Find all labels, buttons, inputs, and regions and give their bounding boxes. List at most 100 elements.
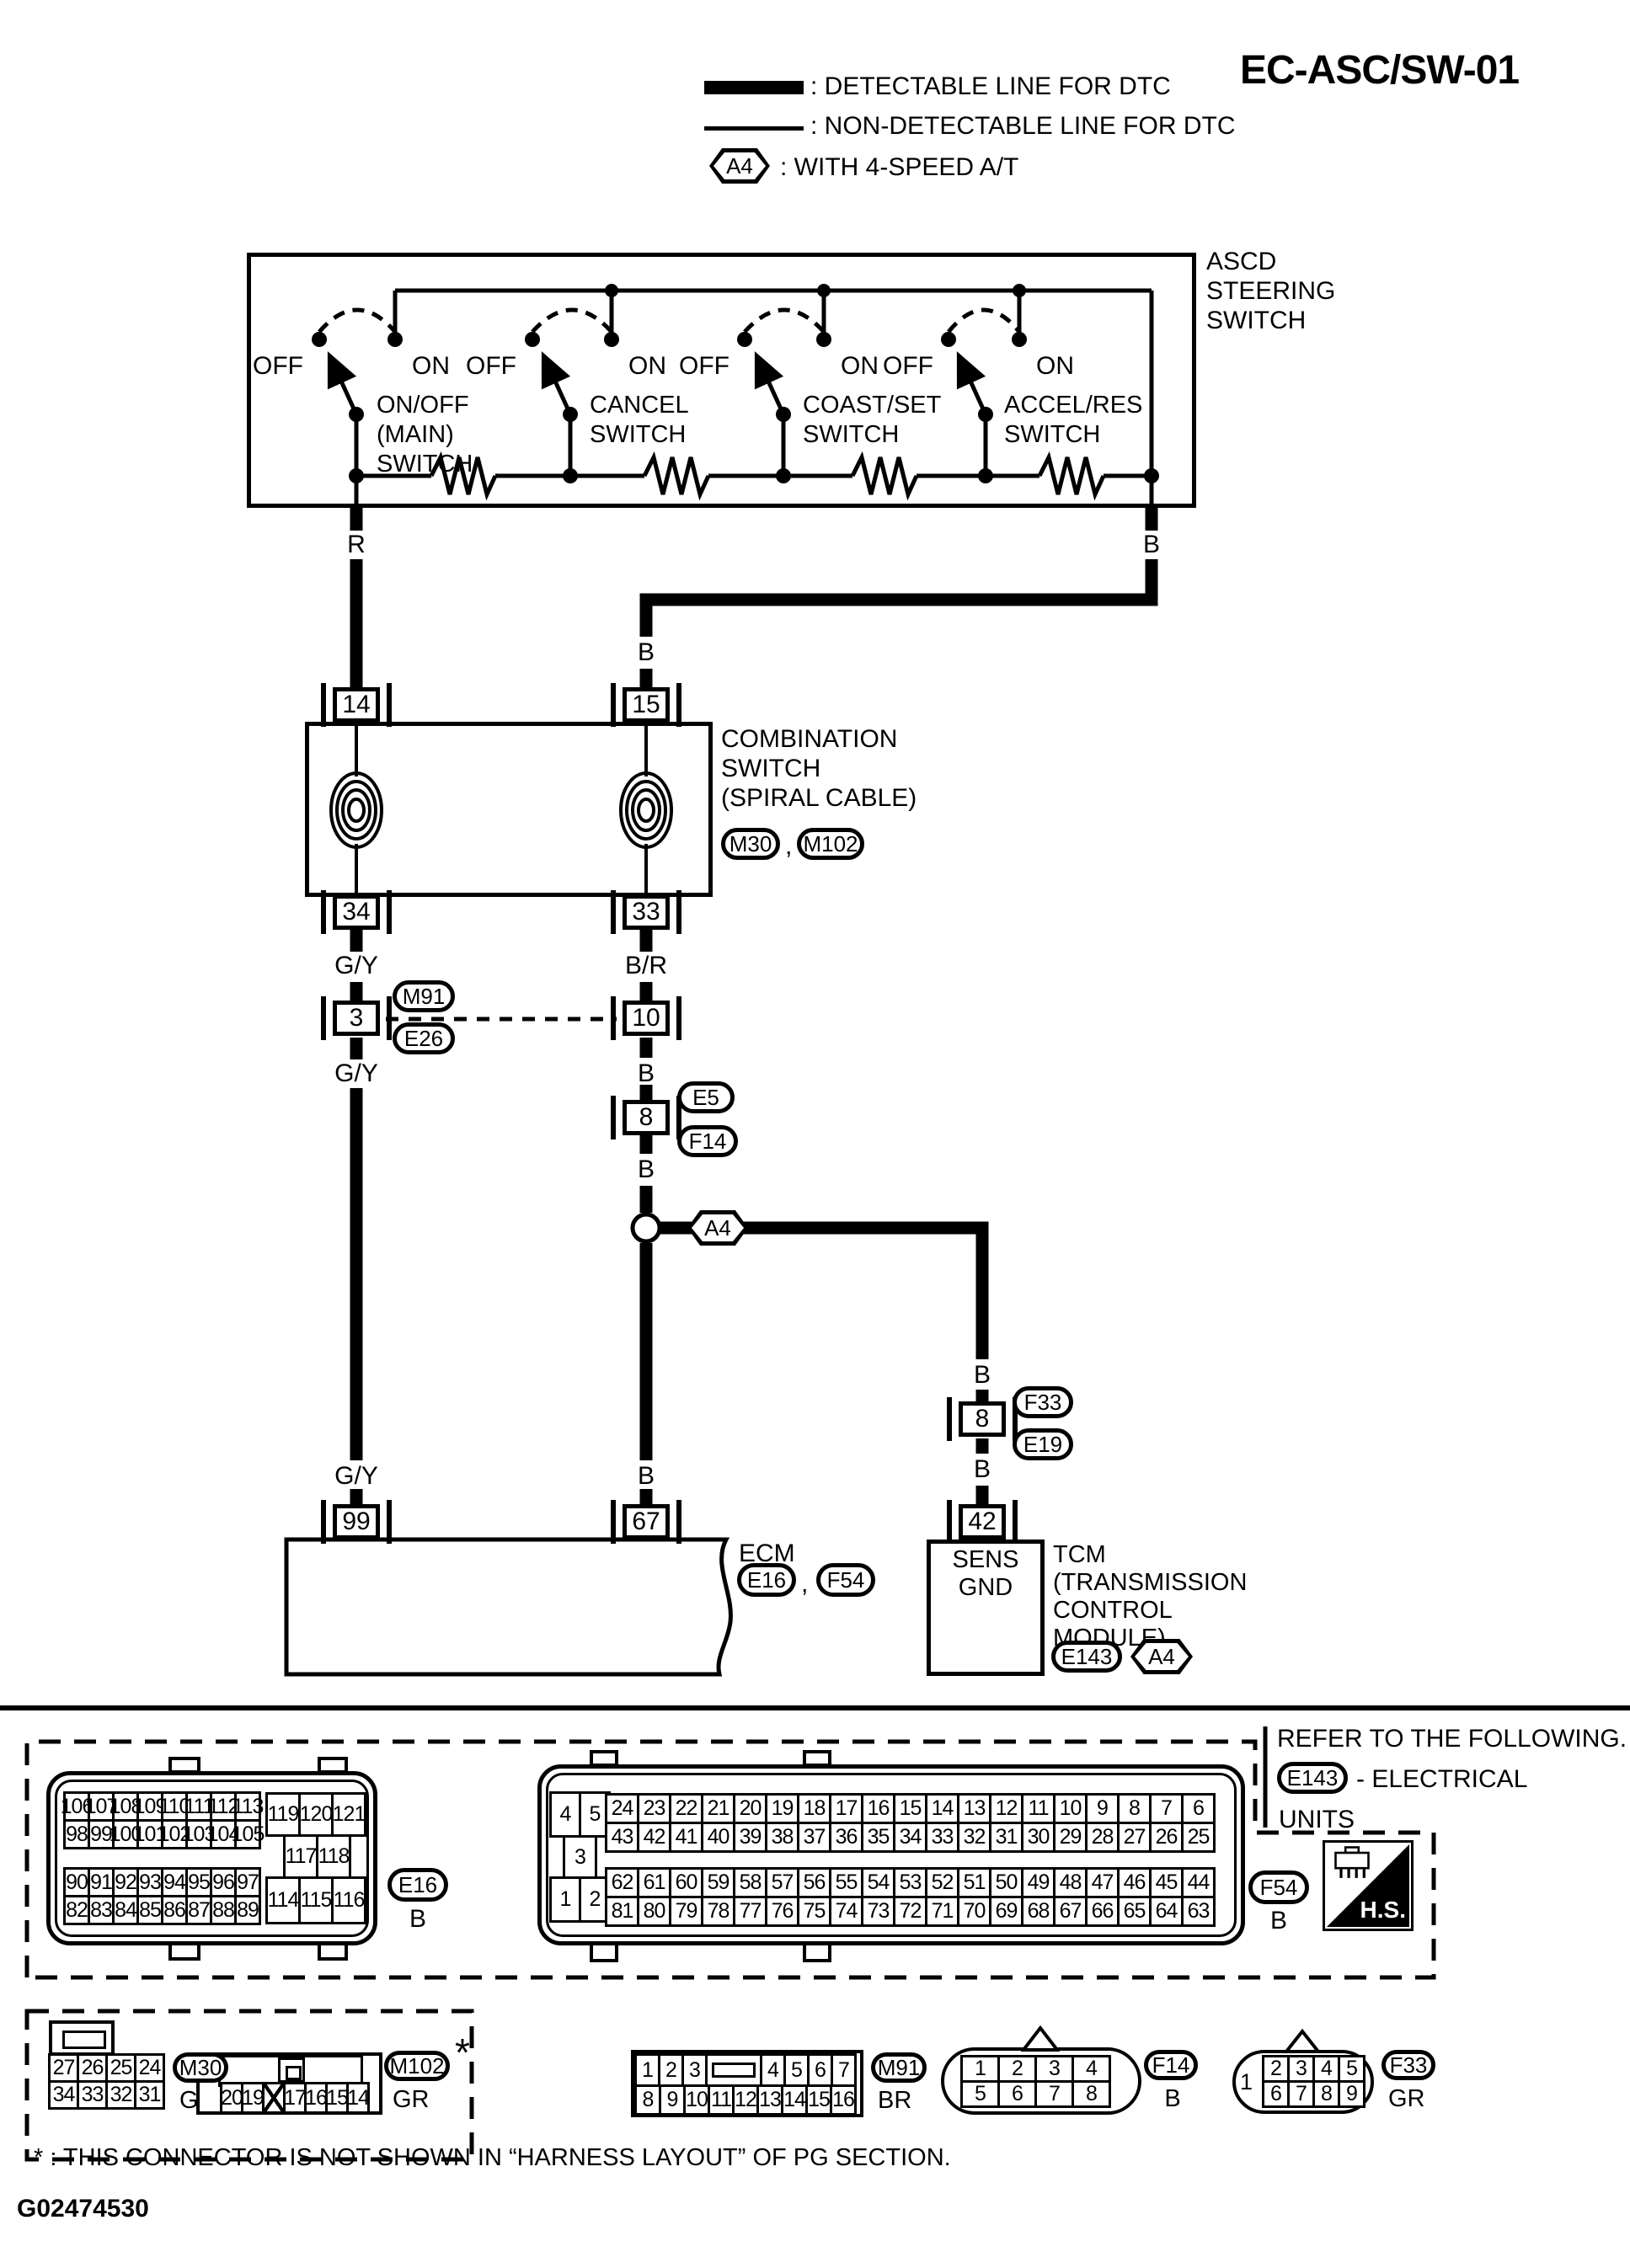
pin-91: 91 xyxy=(88,1867,115,1897)
pin-97: 97 xyxy=(234,1867,261,1897)
e16-color: B xyxy=(409,1905,427,1933)
f33-notch xyxy=(1282,2028,1323,2053)
pin-49: 49 xyxy=(1021,1867,1055,1898)
pin-11: 11 xyxy=(1021,1793,1055,1824)
pin-4: 4 xyxy=(1312,2055,1340,2083)
pin-33: 33 xyxy=(77,2080,108,2110)
pin-13: 13 xyxy=(756,2084,783,2116)
pin-86: 86 xyxy=(161,1895,188,1925)
pin-94: 94 xyxy=(161,1867,188,1897)
pin-8: 8 xyxy=(1072,2080,1111,2108)
pin-88: 88 xyxy=(210,1895,237,1925)
pin-2: 2 xyxy=(997,2055,1037,2083)
pin-2: 2 xyxy=(1262,2055,1290,2083)
pin-75: 75 xyxy=(797,1896,831,1927)
pin-58: 58 xyxy=(733,1867,767,1898)
pin-72: 72 xyxy=(893,1896,927,1927)
pin-115: 115 xyxy=(298,1876,334,1924)
pin-57: 57 xyxy=(765,1867,799,1898)
wire-label-b: B xyxy=(973,1455,991,1483)
connector-33: 33 xyxy=(611,890,681,934)
pin-118: 118 xyxy=(316,1834,351,1879)
pin-13: 13 xyxy=(957,1793,991,1824)
wire-label-b: B xyxy=(637,638,655,666)
pin-46: 46 xyxy=(1117,1867,1152,1898)
pin-48: 48 xyxy=(1053,1867,1088,1898)
ref-m91: M91 xyxy=(393,980,455,1012)
connector-14: 14 xyxy=(321,683,392,727)
connector-3: 3 xyxy=(321,996,392,1040)
pin-17: 17 xyxy=(283,2082,307,2114)
legend-detectable: : DETECTABLE LINE FOR DTC xyxy=(810,72,1171,100)
pin-116: 116 xyxy=(331,1876,366,1924)
connector-8-e5-f14: 8 xyxy=(611,1096,681,1139)
pin-29: 29 xyxy=(1053,1822,1088,1853)
hs-label: H.S. xyxy=(1360,1897,1406,1923)
pin-23: 23 xyxy=(637,1793,671,1824)
pin-3: 3 xyxy=(563,1835,597,1879)
pin-62: 62 xyxy=(605,1867,639,1898)
ref-e143-note: E143 xyxy=(1277,1762,1348,1794)
pin-31: 31 xyxy=(989,1822,1023,1853)
pin-93: 93 xyxy=(136,1867,163,1897)
wire-label-gy: G/Y xyxy=(334,1059,378,1087)
pin-95: 95 xyxy=(185,1867,212,1897)
pin-19: 19 xyxy=(241,2082,265,2114)
ref-m30: M30 xyxy=(721,828,780,860)
ref-e16: E16 xyxy=(737,1563,796,1597)
pin-73: 73 xyxy=(861,1896,895,1927)
pin-67: 67 xyxy=(1053,1896,1088,1927)
pin-34: 34 xyxy=(48,2080,79,2110)
wire-label-gy: G/Y xyxy=(334,952,378,979)
pin-16: 16 xyxy=(861,1793,895,1824)
pin-6: 6 xyxy=(1262,2080,1290,2108)
pin-3: 3 xyxy=(1287,2055,1315,2083)
pin-10: 10 xyxy=(1053,1793,1088,1824)
pin-9: 9 xyxy=(659,2084,686,2116)
ref-f54: F54 xyxy=(816,1563,875,1597)
pin-25: 25 xyxy=(1181,1822,1216,1853)
pin-25: 25 xyxy=(105,2053,136,2083)
e16-id: E16 xyxy=(387,1868,448,1902)
sw1-off-label: OFF xyxy=(253,352,303,380)
sw3-off-label: OFF xyxy=(679,352,729,380)
pin-16: 16 xyxy=(304,2082,328,2114)
connector-42: 42 xyxy=(947,1500,1018,1544)
wire-label-gy: G/Y xyxy=(334,1462,378,1490)
pin-6: 6 xyxy=(1181,1793,1216,1824)
pin-76: 76 xyxy=(765,1896,799,1927)
pin-8: 8 xyxy=(634,2084,661,2116)
pin-17: 17 xyxy=(829,1793,863,1824)
pin-85: 85 xyxy=(136,1895,163,1925)
pin-7: 7 xyxy=(1149,1793,1184,1824)
ref-e26: E26 xyxy=(393,1022,455,1054)
pin-61: 61 xyxy=(637,1867,671,1898)
pin-12: 12 xyxy=(989,1793,1023,1824)
pin-53: 53 xyxy=(893,1867,927,1898)
pin-crossed xyxy=(262,2082,286,2114)
connector-area-dashed-frame xyxy=(24,1739,1436,1980)
comma: , xyxy=(785,832,793,860)
pin-18: 18 xyxy=(797,1793,831,1824)
pin-32: 32 xyxy=(105,2080,136,2110)
pin-24: 24 xyxy=(134,2053,165,2083)
m30-top-tab xyxy=(49,2020,115,2056)
f14-id: F14 xyxy=(1144,2050,1198,2080)
pin-55: 55 xyxy=(829,1867,863,1898)
pin-81: 81 xyxy=(605,1896,639,1927)
pin-38: 38 xyxy=(765,1822,799,1853)
refer-title: REFER TO THE FOLLOWING. xyxy=(1277,1725,1627,1753)
pin-52: 52 xyxy=(925,1867,959,1898)
a4-hexagon-icon: A4 xyxy=(709,148,770,184)
wire-label-b: B xyxy=(637,1059,655,1087)
pin-15: 15 xyxy=(893,1793,927,1824)
